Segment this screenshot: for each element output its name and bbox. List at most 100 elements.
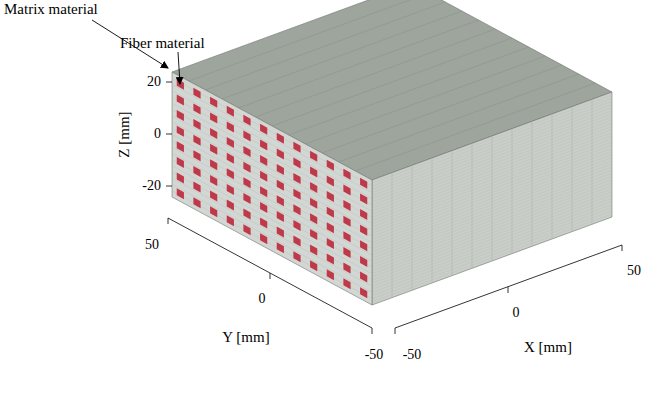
fiber-square [360,225,367,236]
side-face-lines [372,95,612,302]
fiber-square [210,175,217,186]
fiber-squares [172,78,372,299]
fiber-square [327,222,334,233]
fiber-square [193,103,200,114]
fiber-square [277,211,284,222]
fiber-square [343,247,350,258]
axis-title: Z [mm] [117,111,132,157]
axis-title: Y [mm] [222,330,269,345]
fiber-square [177,126,184,137]
fiber-square [210,191,217,202]
fiber-square [193,119,200,130]
fiber-square [260,202,267,213]
side-face [372,92,612,305]
fiber-square [343,263,350,274]
tick-label: -20 [142,179,161,193]
fiber-line [452,151,453,276]
fiber-square [343,216,350,227]
fiber-square [177,157,184,168]
fiber-square [293,204,300,215]
tick-label: 0 [154,127,161,141]
fiber-square [310,151,317,162]
fiber-square [260,171,267,182]
axis-ticks [166,82,622,334]
fiber-square [210,112,217,123]
fiber-square [260,186,267,197]
fiber-line [532,121,533,246]
fiber-square [277,242,284,253]
fiber-square [243,146,250,157]
leader-arrow [178,52,180,84]
fiber-line [239,20,479,108]
fiber-square [243,193,250,204]
fiber-square [310,198,317,209]
fiber-square [210,97,217,108]
fiber-line [592,99,593,224]
fiber-line [205,2,445,90]
fiber-line [472,143,473,268]
fiber-line [492,136,493,261]
fiber-square [177,141,184,152]
tick-label: 50 [627,264,641,278]
axis-title: X [mm] [524,340,572,355]
fiber-line [272,38,512,126]
fiber-square [293,236,300,247]
layer-line [172,185,372,293]
fiber-square [193,197,200,208]
fiber-square [193,166,200,177]
fiber-square [243,130,250,141]
fiber-square [360,287,367,298]
fiber-square [293,173,300,184]
layer-line [172,116,372,224]
layer-line [172,153,372,261]
fiber-square [227,106,234,117]
fiber-square [177,188,184,199]
fiber-square [277,133,284,144]
fiber-square [277,195,284,206]
fiber-square [327,160,334,171]
fiber-square [227,153,234,164]
fiber-square [210,206,217,217]
layer-line [172,191,372,299]
fiber-square [227,168,234,179]
fiber-line [572,107,573,232]
fiber-square [343,231,350,242]
layer-line [172,128,372,236]
fiber-square [210,144,217,155]
fiber-line [552,114,553,239]
tick-label: -50 [365,348,384,362]
fiber-square [310,182,317,193]
fiber-square [210,128,217,139]
fiber-square [293,251,300,262]
fiber-square [293,189,300,200]
fiber-line [222,11,462,99]
tick-label: 0 [513,306,520,320]
fiber-line [189,0,429,81]
fiber-square [243,224,250,235]
fiber-square [243,115,250,126]
fiber-square [343,278,350,289]
fiber-square [260,124,267,135]
fiber-square [310,245,317,256]
fiber-square [193,88,200,99]
tick-label: 20 [147,75,161,89]
fiber-square [177,173,184,184]
fiber-square [243,177,250,188]
fiber-square [227,200,234,211]
fiber-square [310,166,317,177]
fiber-square [360,240,367,251]
fiber-square [243,209,250,220]
fiber-square [327,175,334,186]
fiber-line [255,29,495,117]
fiber-square [277,164,284,175]
fiber-square [360,272,367,283]
fiber-square [327,238,334,249]
fiber-line [512,129,513,254]
fiber-square [327,254,334,265]
fiber-square [360,256,367,267]
fiber-square [193,182,200,193]
fiber-square [293,220,300,231]
fiber-line [392,173,393,298]
layer-line [172,147,372,255]
fiber-square [277,227,284,238]
